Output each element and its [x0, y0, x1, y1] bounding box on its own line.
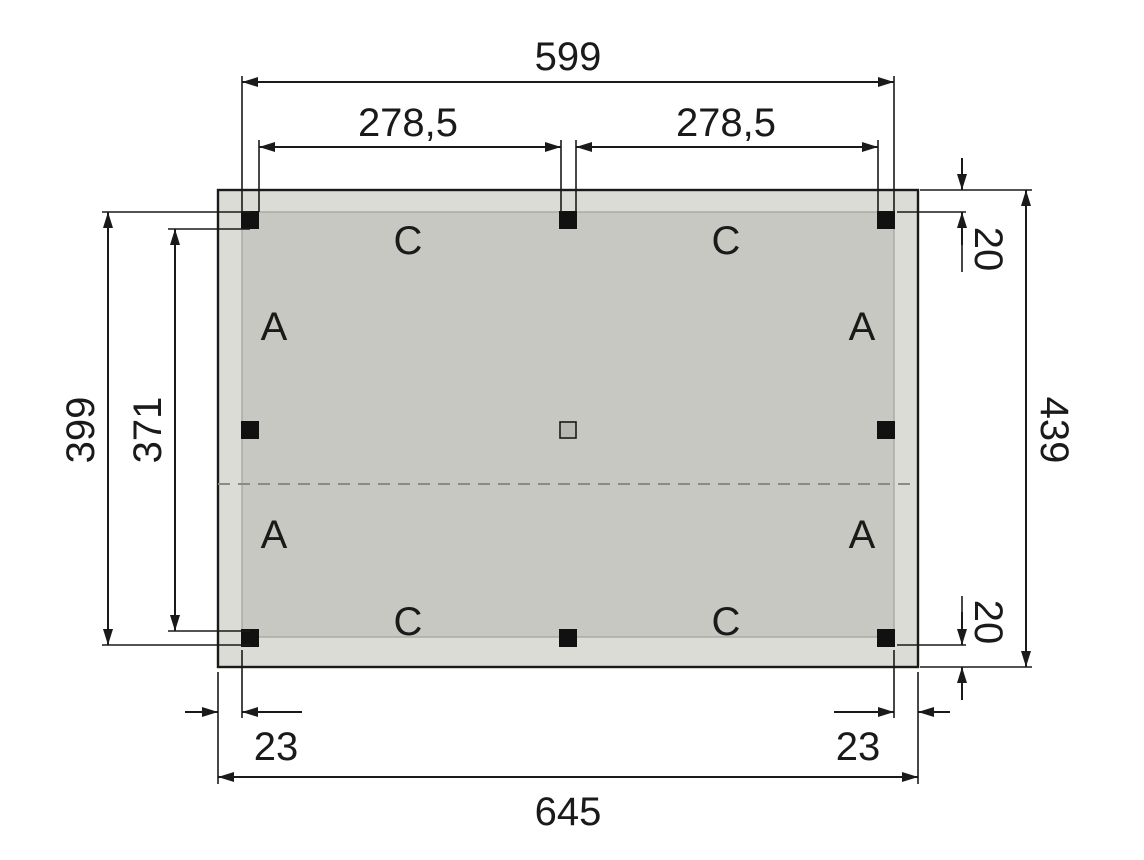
- dimension-overhang-right: 23: [834, 650, 950, 769]
- dimension-overall-width: 645: [217, 718, 919, 834]
- zone-label-left-upper: A: [261, 305, 288, 349]
- post-center: [559, 421, 577, 439]
- post-bottom-center: [559, 629, 577, 647]
- dimension-overhang-bottom: 20: [897, 596, 1010, 700]
- post-top-right: [877, 211, 895, 229]
- dimension-label-overhang-top: 20: [966, 227, 1010, 272]
- dimension-label-overhang-bottom: 20: [966, 600, 1010, 645]
- dimension-label-overhang-left: 23: [254, 725, 299, 769]
- dimension-label-371: 371: [126, 397, 170, 464]
- dimension-overhang-top: 20: [897, 158, 1010, 272]
- post-mid-right: [877, 421, 895, 439]
- post-bottom-right: [877, 629, 895, 647]
- post-top-left: [241, 211, 259, 229]
- dimension-label-bay-right: 278,5: [676, 101, 776, 145]
- zone-label-right-lower: A: [849, 513, 876, 557]
- dimension-label-overhang-right: 23: [836, 725, 881, 769]
- dimension-post-span-depth-inner: 371: [126, 228, 250, 632]
- dimension-label-399: 399: [59, 397, 103, 464]
- dimension-label-439: 439: [1032, 397, 1076, 464]
- dimension-overhang-left: 23: [185, 650, 302, 769]
- dimension-post-span-width: 599: [241, 35, 895, 212]
- zone-label-top-right: C: [712, 219, 741, 263]
- post-bottom-left: [241, 629, 259, 647]
- dimension-label-bay-left: 278,5: [358, 101, 458, 145]
- zone-label-right-upper: A: [849, 305, 876, 349]
- dimension-label-599: 599: [535, 35, 602, 79]
- zone-label-top-left: C: [394, 219, 423, 263]
- dimension-post-span-depth-outer: 399: [59, 211, 250, 646]
- dimension-overall-depth: 439: [920, 189, 1076, 668]
- post-top-center: [559, 211, 577, 229]
- post-mid-left: [241, 421, 259, 439]
- zone-label-left-lower: A: [261, 513, 288, 557]
- zone-label-bottom-right: C: [712, 600, 741, 644]
- dimension-bays: 278,5 278,5: [258, 101, 879, 212]
- dimension-label-645: 645: [535, 790, 602, 834]
- zone-label-bottom-left: C: [394, 600, 423, 644]
